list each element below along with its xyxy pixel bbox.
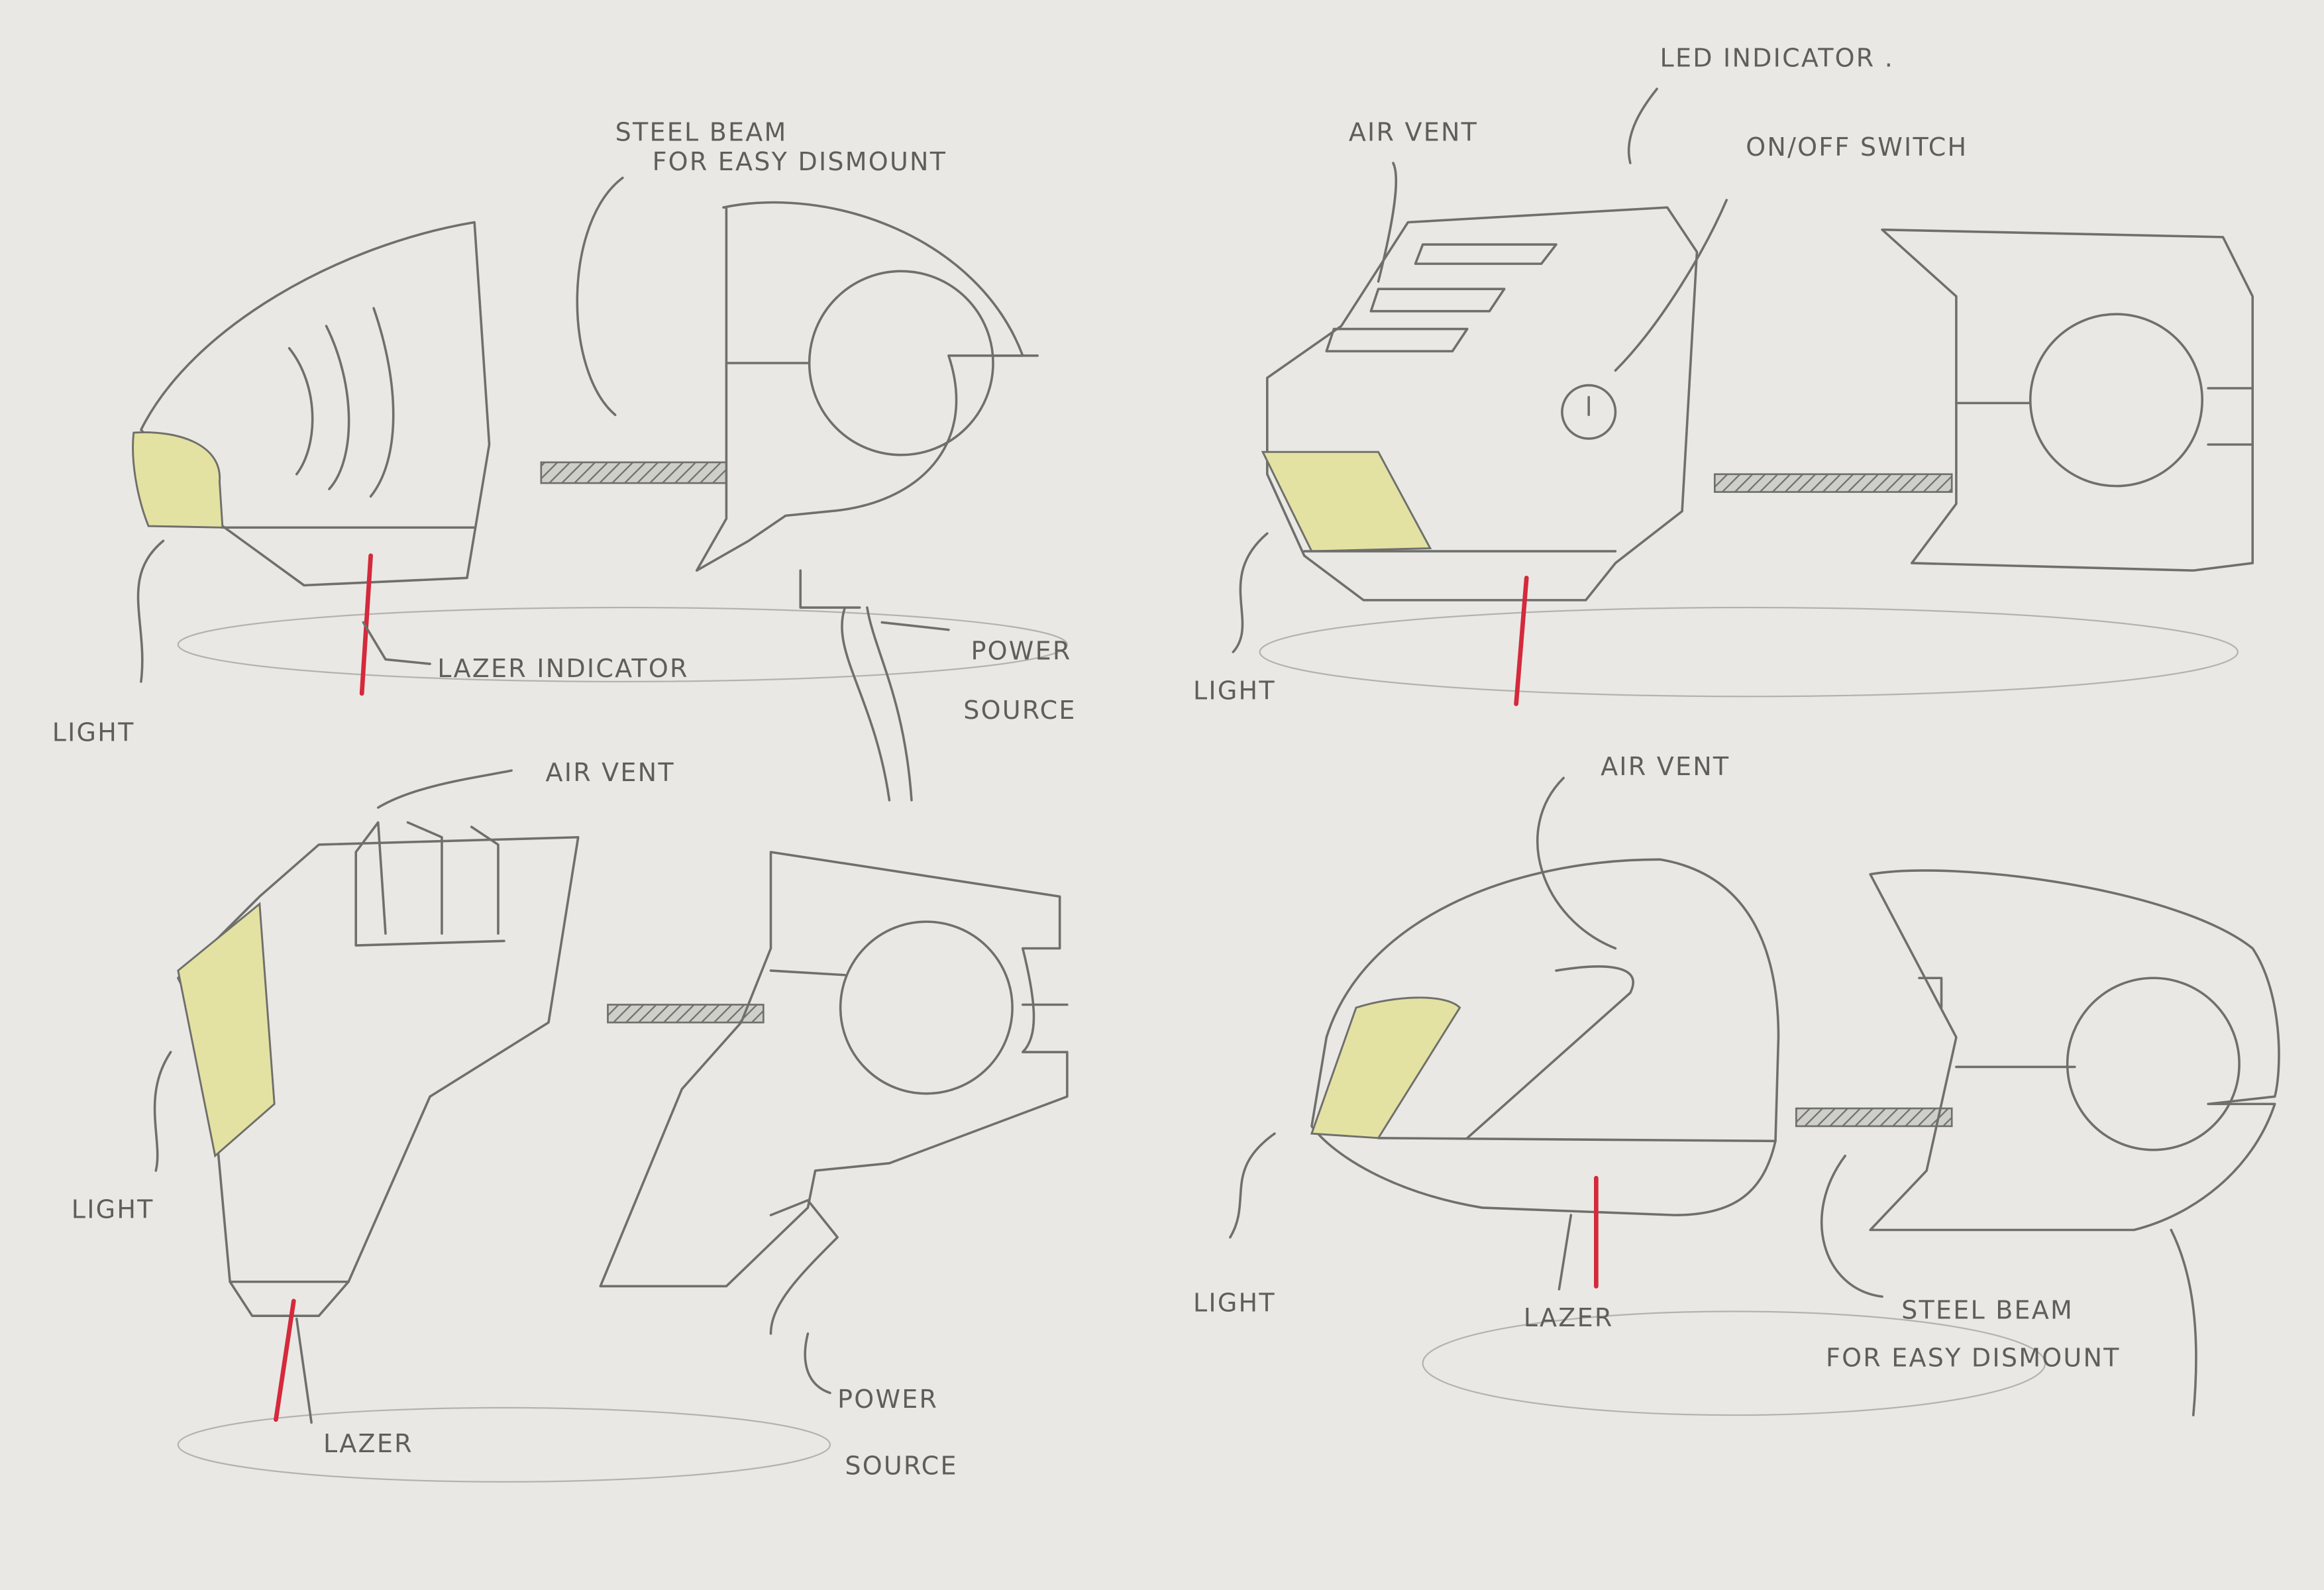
light-panel [1310, 996, 1461, 1140]
label-source: SOURCE [963, 696, 1076, 725]
laser-beam [1514, 575, 1529, 706]
label-light: LIGHT [72, 1195, 154, 1224]
steel-beam [540, 461, 727, 484]
mount-clamp [599, 851, 1069, 1288]
label-lazer-indicator: LAZER INDICATOR [437, 654, 688, 683]
sketch-2: LED INDICATOR . AIR VENT ON/OFF SWITCH L… [1193, 44, 2254, 706]
label-power: POWER [837, 1385, 938, 1414]
steel-beam [1713, 473, 1953, 493]
air-vent-slots [354, 821, 505, 947]
label-air-vent: AIR VENT [1601, 752, 1730, 781]
steel-beam [1795, 1107, 1953, 1128]
label-air-vent: AIR VENT [546, 758, 675, 787]
laser-beam [359, 553, 373, 696]
mount-clamp [695, 201, 1024, 572]
label-source: SOURCE [845, 1452, 957, 1481]
label-lazer: LAZER [1524, 1303, 1614, 1332]
label-light: LIGHT [1193, 676, 1276, 706]
sketch-4: AIR VENT LIGHT LAZER STEEL BEAM FOR EASY… [1193, 752, 2280, 1416]
air-vent-slots [1325, 243, 1558, 352]
light-panel [132, 431, 224, 529]
label-led-indicator: LED INDICATOR . [1660, 44, 1895, 73]
device-housing [1310, 858, 1780, 1216]
light-panel [1261, 450, 1432, 553]
mount-clamp [1881, 228, 2254, 572]
air-vent-slots [288, 307, 395, 498]
light-panel [177, 902, 276, 1158]
label-light: LIGHT [1193, 1288, 1276, 1317]
steel-beam [607, 1004, 765, 1024]
label-for-easy-dismount: FOR EASY DISMOUNT [1826, 1343, 2121, 1372]
label-power: POWER [971, 636, 1071, 665]
label-light: LIGHT [52, 717, 135, 747]
sketch-1: STEEL BEAM FOR EASY DISMOUNT LAZER INDIC… [52, 117, 1076, 802]
label-lazer: LAZER [323, 1429, 413, 1458]
label-air-vent: AIR VENT [1349, 117, 1478, 146]
laser-beam [274, 1298, 296, 1422]
power-button [1561, 384, 1617, 440]
sketch-3: AIR VENT LIGHT LAZER POWER SOURCE [72, 758, 1069, 1483]
label-on-off-switch: ON/OFF SWITCH [1746, 132, 1968, 162]
label-steel-beam: STEEL BEAM [615, 117, 788, 146]
device-housing [1266, 206, 1699, 602]
device-housing [140, 221, 491, 587]
mount-clamp [1869, 869, 2280, 1232]
label-steel-beam: STEEL BEAM [1901, 1296, 2074, 1325]
label-for-easy-dismount: FOR EASY DISMOUNT [653, 147, 947, 176]
